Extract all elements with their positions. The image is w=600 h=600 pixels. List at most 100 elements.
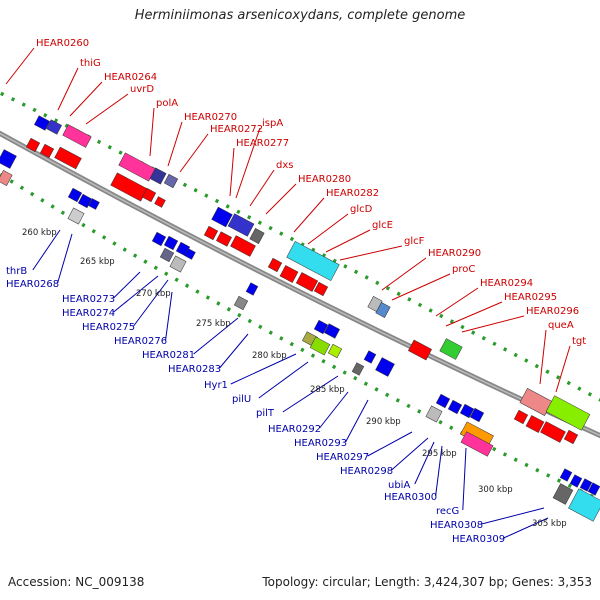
kbp-tick-label: 300 kbp — [478, 485, 513, 495]
feature-block — [267, 257, 283, 273]
gene-label-top: glcF — [404, 236, 425, 247]
accession-text: Accession: NC_009138 — [8, 575, 145, 589]
kbp-tick-label: 275 kbp — [196, 319, 231, 329]
label-leader — [345, 399, 369, 443]
gene-label-top: glcE — [372, 220, 393, 231]
feature-block — [313, 319, 329, 335]
label-leader — [319, 391, 349, 429]
feature-block — [587, 482, 600, 496]
gene-label-top: HEAR0282 — [326, 188, 379, 199]
label-leader — [435, 287, 479, 317]
label-leader — [325, 229, 371, 253]
label-leader-lines — [5, 47, 571, 539]
feature-block — [469, 407, 485, 423]
feature-block — [460, 431, 494, 457]
gene-label-bottom: HEAR0281 — [142, 350, 195, 361]
gc-dots-track — [0, 90, 600, 502]
label-leader — [113, 275, 159, 313]
feature-block — [62, 124, 92, 148]
label-leader — [167, 121, 183, 167]
kbp-tick-label: 270 kbp — [136, 289, 171, 299]
feature-block — [351, 362, 365, 376]
feature-block — [203, 225, 219, 241]
gene-label-top: tgt — [572, 336, 586, 347]
feature-block — [286, 240, 340, 282]
feature-block — [211, 206, 233, 228]
feature-block — [439, 338, 463, 360]
gene-label-top: HEAR0290 — [428, 248, 481, 259]
feature-block — [169, 255, 187, 273]
gene-label-bottom: HEAR0275 — [82, 322, 135, 333]
feature-block — [568, 488, 600, 522]
kbp-tick-label: 260 kbp — [22, 228, 57, 238]
gene-label-bottom: HEAR0309 — [452, 534, 505, 545]
gene-labels: HEAR0260thiGHEAR0264uvrDpolAHEAR0270HEAR… — [6, 38, 586, 545]
label-leader — [367, 431, 413, 457]
gene-label-bottom: HEAR0292 — [268, 424, 321, 435]
feature-block — [233, 295, 249, 311]
kbp-tick-label: 285 kbp — [310, 385, 345, 395]
label-leader — [481, 507, 545, 525]
label-leader — [503, 517, 549, 539]
feature-block — [569, 474, 583, 488]
feature-block — [0, 149, 17, 169]
feature-block — [34, 115, 50, 131]
gene-label-top: queA — [548, 320, 574, 331]
feature-block — [435, 393, 451, 409]
label-leader — [339, 245, 403, 261]
label-leader — [219, 333, 249, 369]
feature-block — [230, 235, 256, 257]
topology-stats-text: Topology: circular; Length: 3,424,307 bp… — [262, 575, 592, 589]
gene-label-top: ispA — [262, 118, 283, 129]
feature-block — [447, 399, 463, 415]
feature-block — [141, 187, 157, 203]
feature-block — [459, 403, 475, 419]
label-leader — [381, 257, 427, 291]
feature-block — [327, 343, 343, 359]
gene-label-top: HEAR0295 — [504, 292, 557, 303]
feature-block — [67, 207, 85, 225]
label-leader — [165, 291, 173, 341]
gene-label-bottom: HEAR0297 — [316, 452, 369, 463]
feature-block — [363, 350, 377, 364]
feature-blocks — [0, 115, 600, 522]
gene-label-top: HEAR0272 — [210, 124, 263, 135]
feature-block — [163, 173, 179, 189]
label-leader — [179, 133, 209, 173]
feature-block — [309, 336, 331, 356]
feature-block — [324, 323, 340, 339]
feature-block — [39, 143, 55, 159]
feature-block — [149, 167, 167, 185]
gene-label-bottom: thrB — [6, 266, 27, 277]
label-leader — [462, 447, 467, 511]
label-leader — [249, 169, 275, 207]
label-leader — [85, 93, 129, 125]
label-leader — [282, 375, 339, 413]
label-leader — [258, 361, 309, 399]
label-leader — [293, 197, 325, 233]
kbp-tick-label: 265 kbp — [80, 257, 115, 267]
gene-label-top: HEAR0260 — [36, 38, 89, 49]
feature-block — [54, 146, 82, 170]
feature-block — [545, 395, 591, 431]
label-leader — [69, 81, 103, 117]
feature-block — [525, 415, 545, 433]
label-leader — [32, 229, 61, 271]
gene-label-bottom: HEAR0276 — [114, 336, 167, 347]
feature-block — [46, 119, 62, 135]
feature-block — [227, 213, 255, 237]
gene-label-top: HEAR0270 — [184, 112, 237, 123]
feature-block — [408, 339, 432, 361]
gene-label-bottom: HEAR0308 — [430, 520, 483, 531]
gene-label-bottom: HEAR0298 — [340, 466, 393, 477]
feature-block — [552, 483, 574, 505]
label-leader — [133, 279, 169, 327]
gene-label-top: thiG — [80, 58, 101, 69]
feature-block — [425, 405, 443, 423]
gene-label-top: HEAR0264 — [104, 72, 157, 83]
feature-block — [540, 421, 566, 443]
gene-label-bottom: Hyr1 — [204, 380, 228, 391]
kbp-tick-label: 295 kbp — [422, 449, 457, 459]
